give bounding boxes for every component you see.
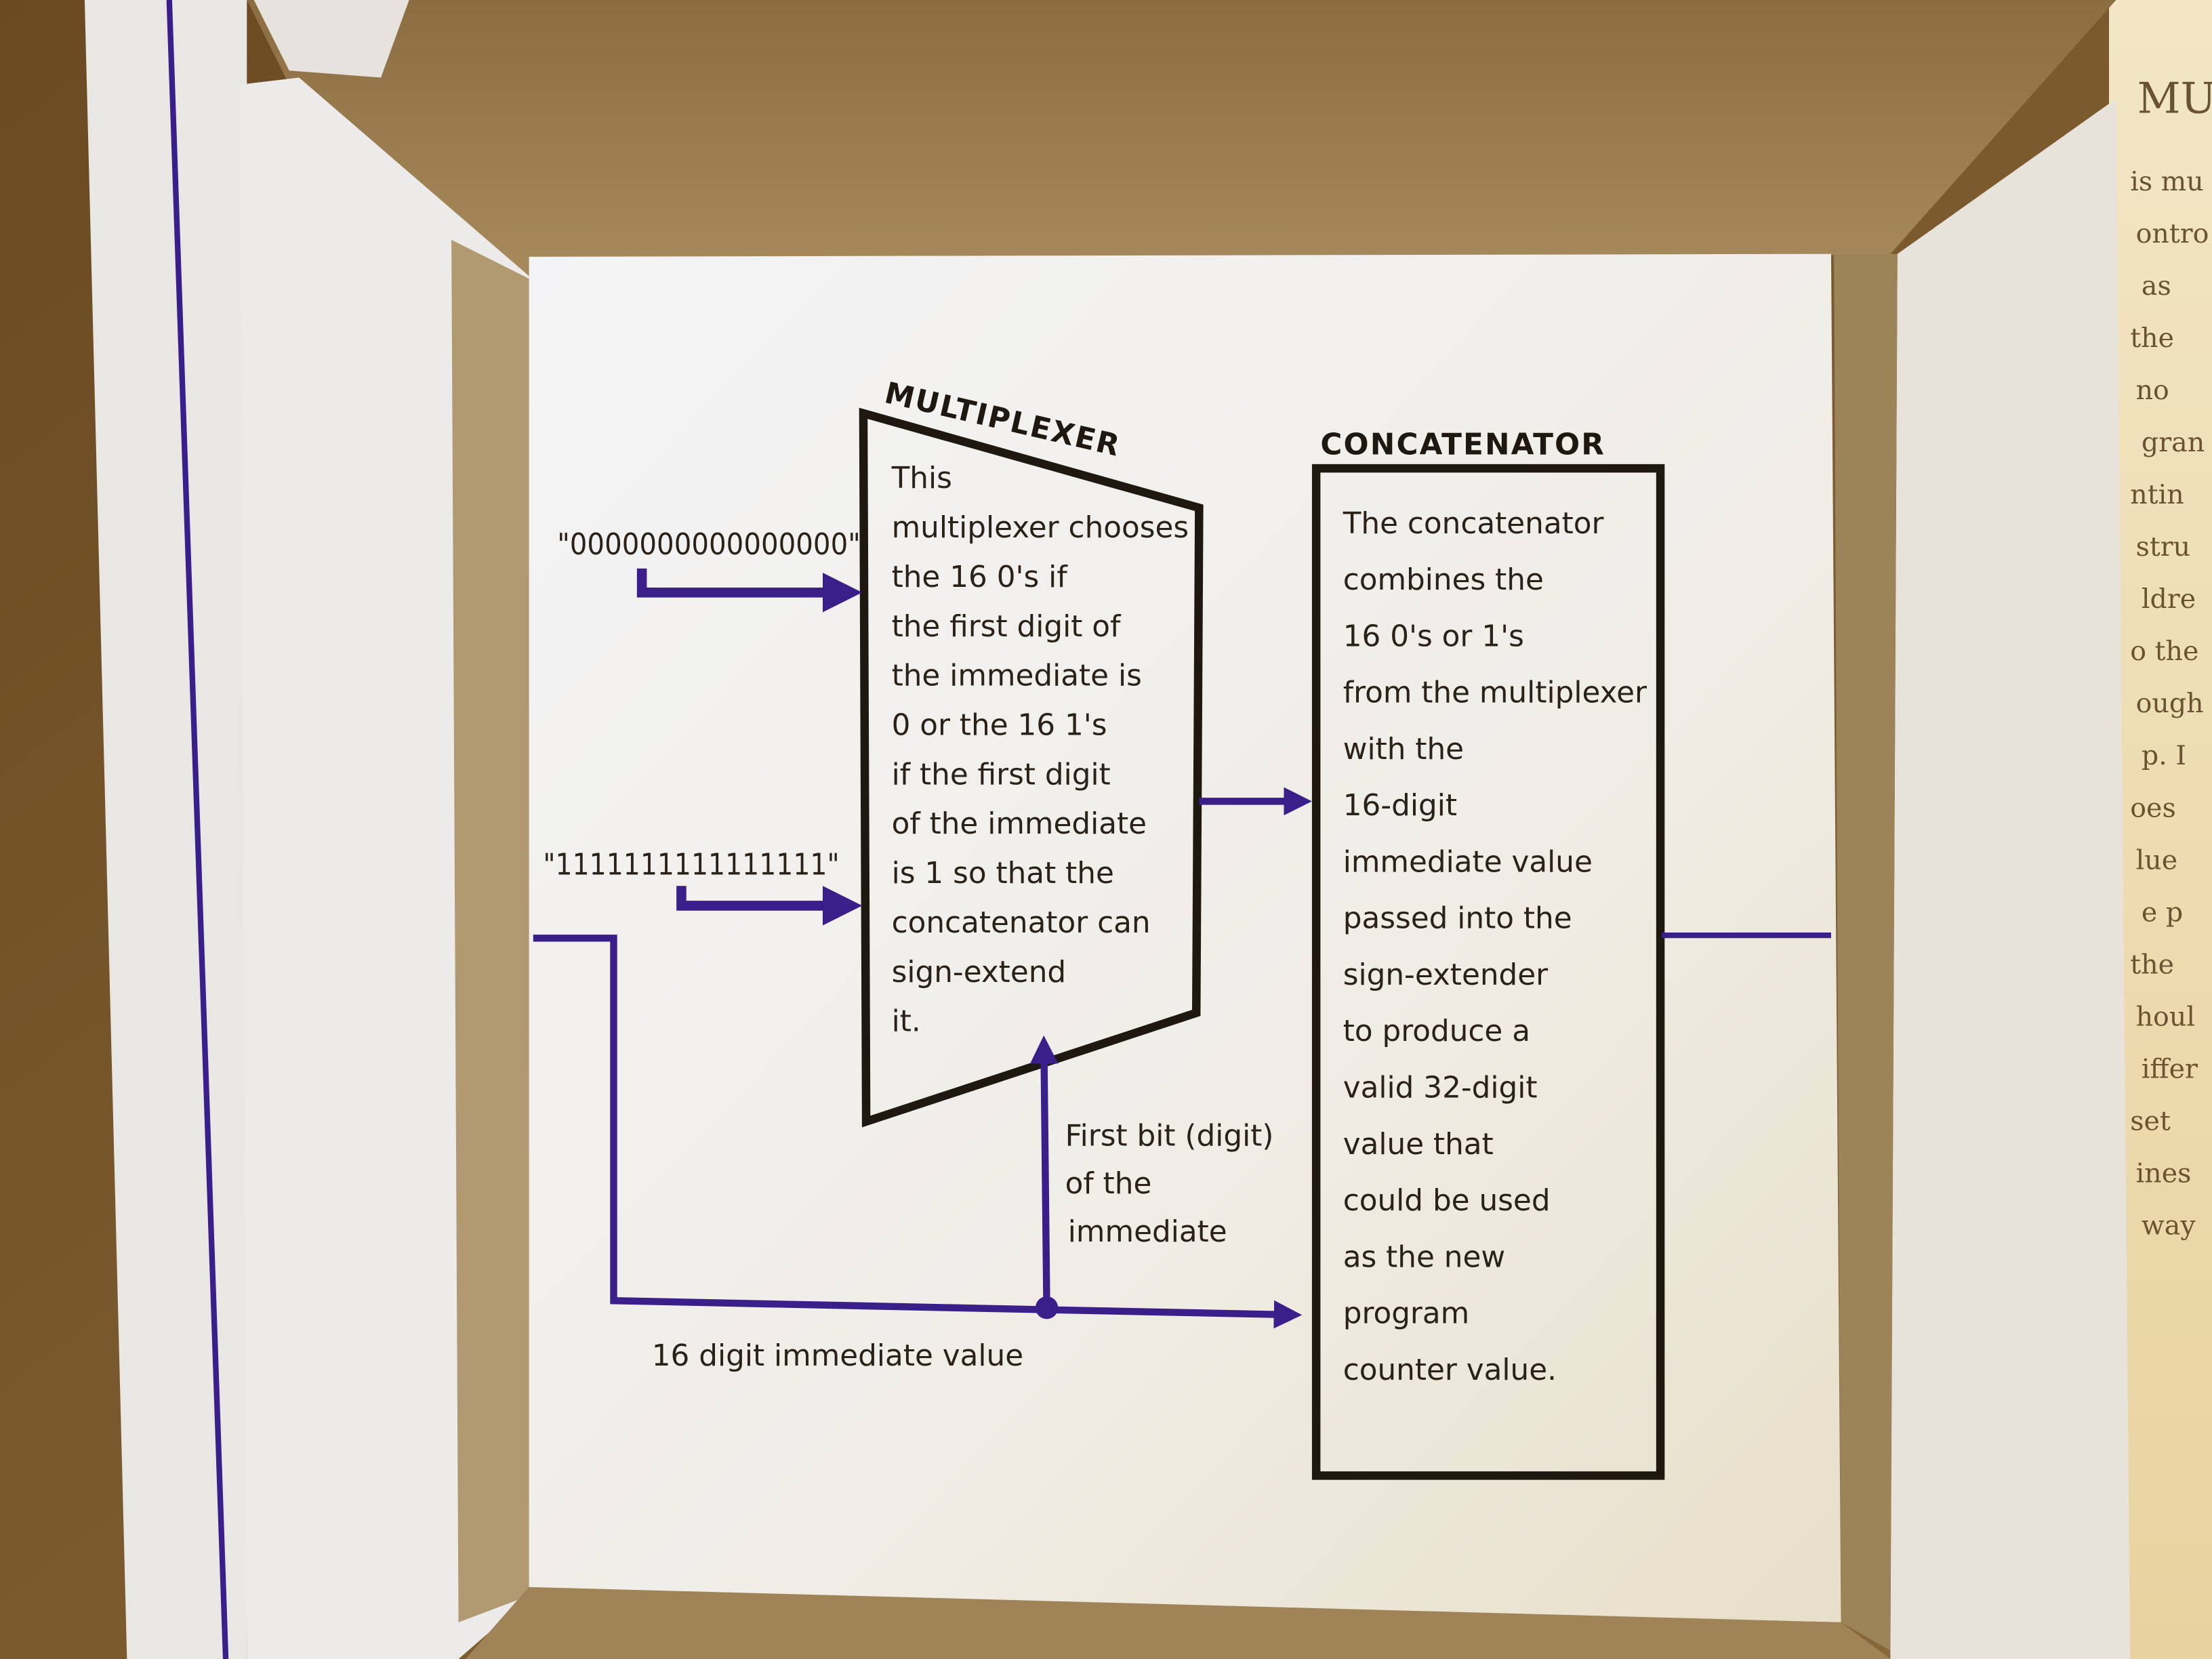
zeros-input-label: "0000000000000000" <box>557 527 861 562</box>
side-note-line: oes <box>2130 792 2176 823</box>
diagram-paper <box>529 253 1841 1622</box>
description-line: immediate value <box>1343 844 1593 879</box>
description-line: 16-digit <box>1343 788 1457 823</box>
multiplexer-description: This multiplexer chooses the 16 0's if the … <box>891 461 1189 1038</box>
first-bit-label-line2: of the <box>1065 1166 1152 1201</box>
side-note-line: the <box>2130 323 2174 354</box>
side-note-line: ldre <box>2142 583 2196 615</box>
side-note-title: MU <box>2137 74 2212 123</box>
description-line: This <box>891 461 952 495</box>
description-line: valid 32-digit <box>1343 1071 1538 1105</box>
description-line: concatenator can <box>892 905 1151 940</box>
description-line: with the <box>1343 732 1464 766</box>
description-line: passed into the <box>1343 901 1572 936</box>
side-note-line: ines <box>2136 1158 2192 1189</box>
description-line: of the immediate <box>892 806 1147 841</box>
side-note: MU is mu ontro as the no gran ntin stru ldre o th… <box>2130 74 2212 1242</box>
side-note-line: no <box>2136 375 2169 406</box>
first-bit-label-line1: First bit (digit) <box>1065 1118 1274 1153</box>
right-inner-edge <box>1834 253 1898 1651</box>
description-line: The concatenator <box>1343 506 1604 541</box>
concatenator-title: CONCATENATOR <box>1320 427 1605 462</box>
ones-input-label: "1111111111111111" <box>543 848 839 882</box>
description-line: to produce a <box>1343 1014 1530 1048</box>
bottom-edge <box>465 1586 1891 1659</box>
side-note-line: gran <box>2142 427 2205 458</box>
description-line: the first digit of <box>892 609 1122 644</box>
left-inner-edge <box>451 239 537 1622</box>
immediate-wire <box>533 935 1303 1329</box>
top-flap <box>247 0 2116 283</box>
side-note-line: p. I <box>2142 740 2186 771</box>
first-bit-arrow <box>1029 1035 1059 1308</box>
side-note-line: ough <box>2136 688 2204 719</box>
description-line: is 1 so that the <box>892 856 1114 890</box>
description-line: multiplexer chooses <box>892 510 1189 545</box>
description-line: program <box>1343 1296 1470 1331</box>
description-line: from the multiplexer <box>1343 676 1647 710</box>
description-line: could be used <box>1343 1183 1551 1218</box>
multiplexer-shape <box>859 407 1204 1128</box>
description-line: as the new <box>1343 1240 1505 1274</box>
side-note-line: ntin <box>2130 479 2184 510</box>
first-bit-label-line3: immediate <box>1068 1214 1227 1249</box>
concatenator-block: CONCATENATOR The concatenator combines th… <box>1311 427 1665 1480</box>
side-note-line: the <box>2130 949 2174 980</box>
description-line: counter value. <box>1343 1353 1557 1387</box>
description-line: the 16 0's if <box>892 560 1069 594</box>
side-note-line: is mu <box>2130 166 2203 197</box>
description-line: 16 0's or 1's <box>1343 619 1524 653</box>
description-line: the immediate is <box>892 659 1142 693</box>
side-note-line: o the <box>2130 636 2198 667</box>
concatenator-description: The concatenator combines the 16 0's or 1'… <box>1343 506 1647 1387</box>
description-line: sign-extender <box>1343 958 1548 992</box>
side-note-line: iffer <box>2142 1053 2198 1084</box>
side-note-line: houl <box>2136 1001 2195 1032</box>
description-line: value that <box>1343 1127 1494 1162</box>
side-note-line: e p <box>2142 897 2183 928</box>
immediate-value-label: 16 digit immediate value <box>652 1338 1023 1373</box>
right-inner-wall <box>1890 98 2131 1659</box>
side-note-line: stru <box>2136 531 2191 562</box>
concatenator-shape <box>1311 464 1665 1480</box>
description-line: it. <box>892 1004 921 1039</box>
side-note-line: as <box>2142 270 2171 302</box>
side-note-line: way <box>2142 1210 2196 1241</box>
zeros-input-arrow <box>636 568 863 613</box>
description-line: sign-extend <box>892 955 1067 989</box>
description-line: if the first digit <box>892 757 1111 792</box>
description-line: 0 or the 16 1's <box>892 708 1107 743</box>
side-note-line: set <box>2130 1105 2171 1136</box>
purple-border-line <box>166 0 229 1659</box>
side-note-line: lue <box>2136 844 2178 876</box>
description-line: combines the <box>1343 562 1544 597</box>
left-outer-panel <box>84 0 247 1659</box>
ones-input-arrow <box>676 886 863 926</box>
side-note-line: ontro <box>2136 218 2209 249</box>
tape-strip <box>253 0 409 78</box>
